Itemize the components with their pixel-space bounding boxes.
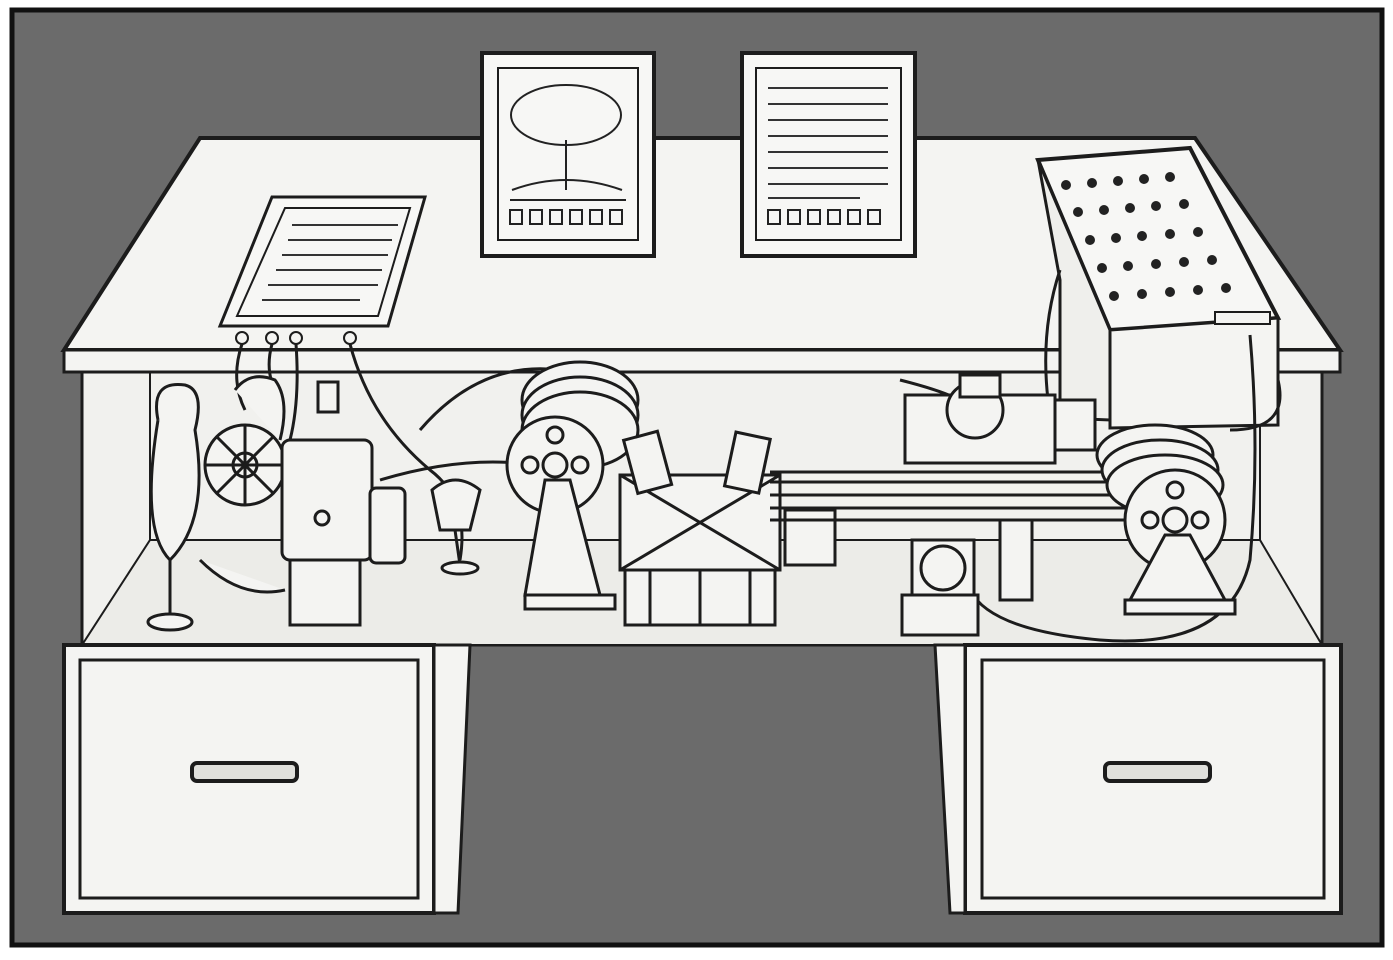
center-right-screen-page bbox=[755, 67, 902, 241]
left-drawer-handle bbox=[190, 761, 299, 783]
right-pedestal-side bbox=[933, 643, 967, 915]
left-document-plate bbox=[217, 195, 427, 328]
keyboard-keys bbox=[1061, 172, 1231, 301]
front-motor bbox=[900, 538, 980, 637]
keyboard-lever bbox=[1214, 311, 1271, 325]
center-right-screen-frame bbox=[740, 51, 917, 258]
center-left-screen-keys bbox=[509, 209, 623, 225]
lamp bbox=[430, 478, 482, 576]
film-strips bbox=[770, 470, 1130, 522]
switch-box bbox=[998, 518, 1034, 602]
tree-picture bbox=[510, 84, 626, 201]
left-reel bbox=[505, 360, 640, 611]
left-document-text bbox=[262, 224, 398, 301]
motor-unit bbox=[903, 373, 1097, 465]
left-pedestal-side bbox=[432, 643, 472, 915]
right-drawer-handle bbox=[1103, 761, 1212, 783]
left-document-page bbox=[235, 207, 412, 317]
left-apparatus bbox=[146, 375, 407, 632]
center-right-screen-keys bbox=[767, 209, 881, 225]
center-right-screen-text bbox=[768, 87, 888, 199]
center-left-screen-frame bbox=[480, 51, 656, 258]
center-left-screen-image bbox=[497, 67, 639, 241]
right-reel bbox=[1095, 423, 1237, 616]
